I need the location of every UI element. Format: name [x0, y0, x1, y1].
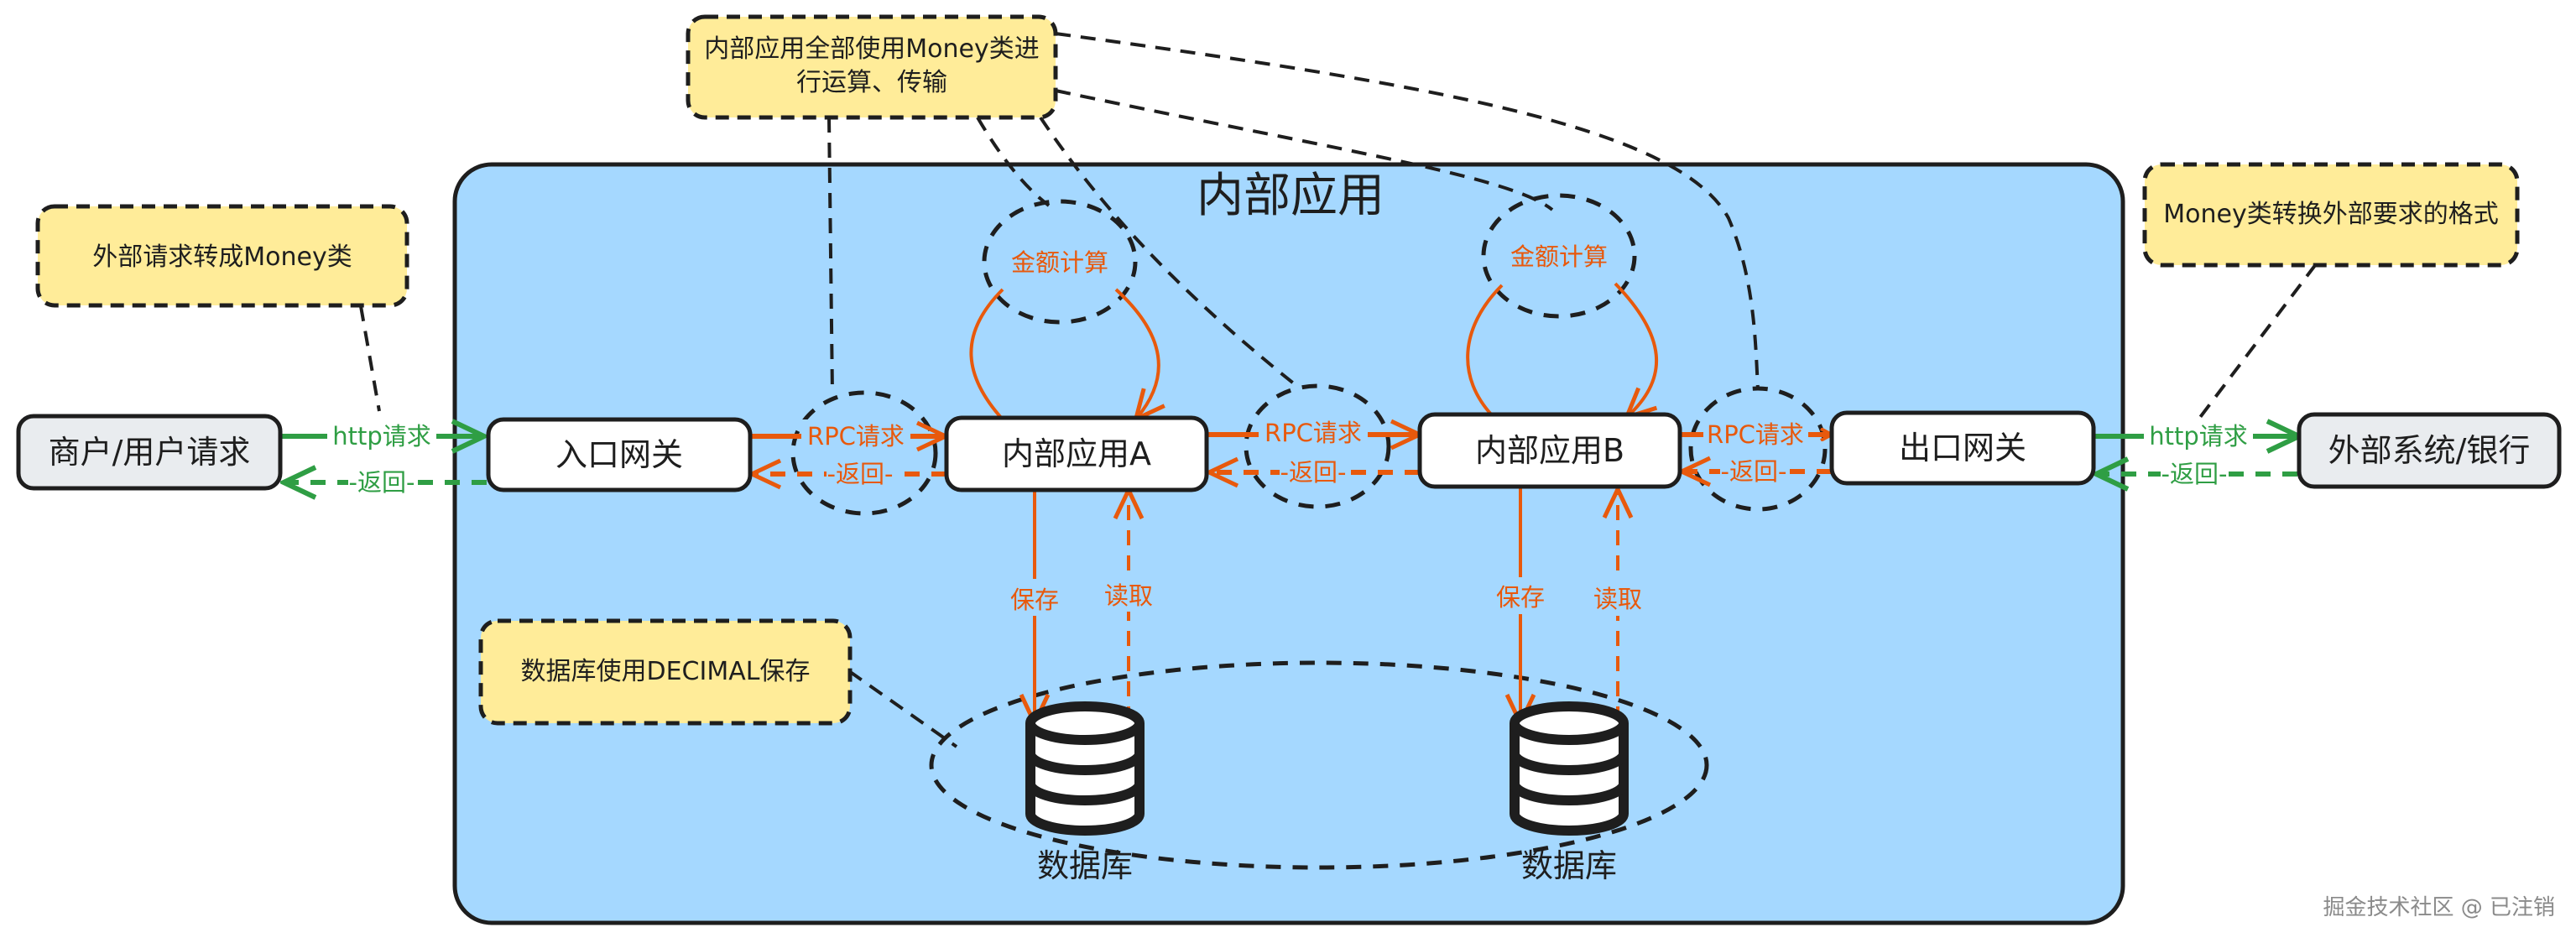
svg-text:RPC请求: RPC请求	[1707, 420, 1804, 449]
svg-text:读取: 读取	[1593, 585, 1642, 613]
svg-text:-返回-: -返回-	[827, 460, 894, 488]
node-external-bank[interactable]: 外部系统/银行	[2297, 412, 2562, 489]
svg-text:-返回-: -返回-	[1280, 458, 1347, 487]
node-entry-gateway[interactable]: 入口网关	[486, 417, 753, 492]
edge-read-b: 读取	[1593, 491, 1642, 722]
watermark: 掘金技术社区 @ 已注销	[2323, 895, 2555, 920]
edge-rpc-return-3: -返回-	[1683, 455, 1832, 488]
edge-http-return-in: -返回-	[285, 466, 487, 499]
node-app-b[interactable]: 内部应用B	[1417, 412, 1682, 489]
svg-text:http请求: http请求	[2149, 422, 2248, 451]
svg-text:-返回-: -返回-	[2161, 460, 2228, 488]
calc-label-a: 金额计算	[1011, 248, 1108, 277]
database-label-b: 数据库	[1521, 847, 1617, 884]
svg-text:内部应用全部使用Money类进: 内部应用全部使用Money类进	[704, 34, 1039, 64]
edge-rpc-1: RPC请求	[751, 419, 944, 451]
note-db-decimal: 数据库使用DECIMAL保存	[478, 618, 853, 726]
svg-text:入口网关: 入口网关	[555, 436, 683, 473]
edge-http-out: http请求	[2094, 418, 2297, 451]
svg-text:-返回-: -返回-	[1721, 457, 1787, 486]
calc-loop-a	[969, 288, 1158, 419]
rpc-circle-3	[1688, 386, 1828, 512]
edge-rpc-return-1: -返回-	[754, 457, 946, 491]
db-group-ellipse	[929, 660, 1709, 870]
svg-text:商户/用户请求: 商户/用户请求	[49, 434, 251, 471]
note-external-to-money: 外部请求转成Money类	[35, 204, 409, 308]
calc-circle-b	[1481, 193, 1637, 319]
svg-text:内部应用A: 内部应用A	[1002, 435, 1151, 472]
calc-loop-b	[1466, 282, 1659, 417]
edge-save-b: 保存	[1496, 488, 1545, 722]
svg-text:出口网关: 出口网关	[1899, 430, 2026, 466]
edge-rpc-3: RPC请求	[1681, 418, 1831, 450]
edge-rpc-2: RPC请求	[1208, 416, 1418, 448]
rpc-circle-2	[1244, 383, 1391, 509]
svg-text:http请求: http请求	[332, 422, 431, 451]
node-exit-gateway[interactable]: 出口网关	[1829, 410, 2096, 486]
calc-circle-a	[982, 199, 1138, 325]
svg-text:-返回-: -返回-	[349, 468, 415, 497]
edge-read-a: 读取	[1104, 492, 1153, 722]
svg-text:RPC请求: RPC请求	[807, 422, 905, 451]
svg-text:保存: 保存	[1496, 583, 1545, 612]
node-app-a[interactable]: 内部应用A	[944, 415, 1209, 492]
edge-save-a: 保存	[1010, 490, 1059, 722]
svg-text:内部应用B: 内部应用B	[1475, 432, 1624, 469]
node-merchant[interactable]: 商户/用户请求	[16, 414, 283, 491]
internal-app-container	[452, 162, 2125, 925]
note-money-to-external: Money类转换外部要求的格式	[2142, 162, 2520, 268]
database-icon-a	[1025, 701, 1145, 836]
container-title: 内部应用	[1197, 169, 1384, 223]
rpc-circle-1	[790, 390, 938, 516]
database-icon-b	[1510, 701, 1629, 836]
calc-label-b: 金额计算	[1510, 242, 1608, 271]
svg-text:RPC请求: RPC请求	[1265, 419, 1362, 447]
svg-text:读取: 读取	[1104, 581, 1153, 610]
svg-text:外部请求转成Money类: 外部请求转成Money类	[92, 242, 352, 272]
edge-http-in: http请求	[281, 418, 482, 451]
svg-text:外部系统/银行: 外部系统/银行	[2328, 432, 2531, 469]
svg-text:Money类转换外部要求的格式: Money类转换外部要求的格式	[2163, 200, 2498, 229]
edge-rpc-return-2: -返回-	[1211, 456, 1420, 489]
database-label-a: 数据库	[1037, 847, 1133, 884]
svg-text:数据库使用DECIMAL保存: 数据库使用DECIMAL保存	[521, 657, 811, 686]
edge-http-return-out: -返回-	[2098, 457, 2297, 491]
note-internal-money: 内部应用全部使用Money类进 行运算、传输	[686, 14, 1058, 120]
svg-text:行运算、传输: 行运算、传输	[796, 68, 947, 97]
svg-text:保存: 保存	[1010, 586, 1059, 614]
